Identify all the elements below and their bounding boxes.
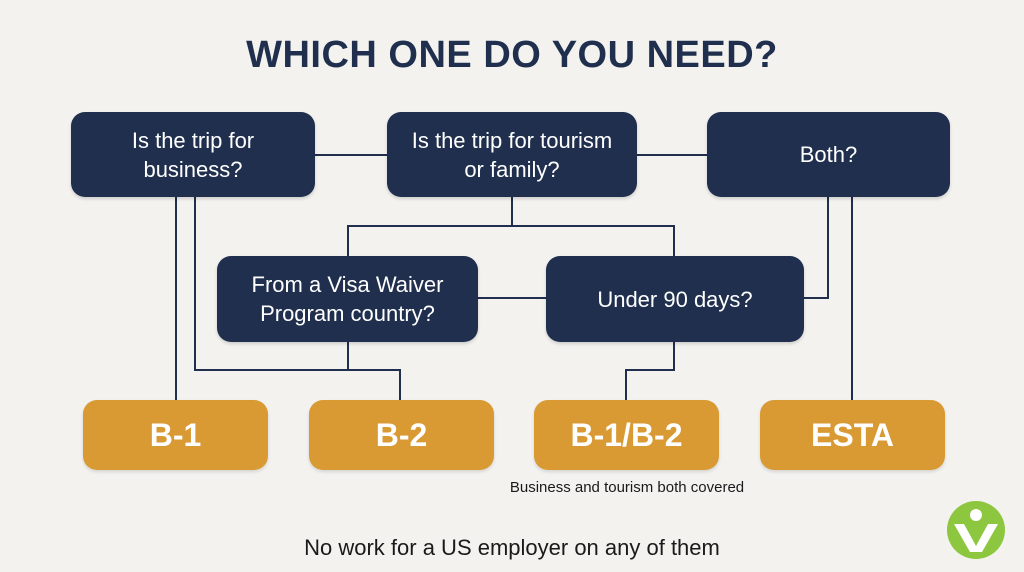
outcome-esta: ESTA	[760, 400, 945, 470]
brand-logo-icon	[947, 501, 1005, 559]
question-visa-waiver: From a Visa Waiver Program country?	[217, 256, 478, 342]
question-both: Both?	[707, 112, 950, 197]
outcome-b1: B-1	[83, 400, 268, 470]
outcome-b2: B-2	[309, 400, 494, 470]
b1-b2-caption: Business and tourism both covered	[509, 479, 745, 496]
question-tourism-family: Is the trip for tourism or family?	[387, 112, 637, 197]
page-title: WHICH ONE DO YOU NEED?	[246, 34, 778, 76]
outcome-b1-b2: B-1/B-2	[534, 400, 719, 470]
question-business: Is the trip for business?	[71, 112, 315, 197]
question-under-90-days: Under 90 days?	[546, 256, 804, 342]
footer-note: No work for a US employer on any of them	[304, 535, 720, 560]
